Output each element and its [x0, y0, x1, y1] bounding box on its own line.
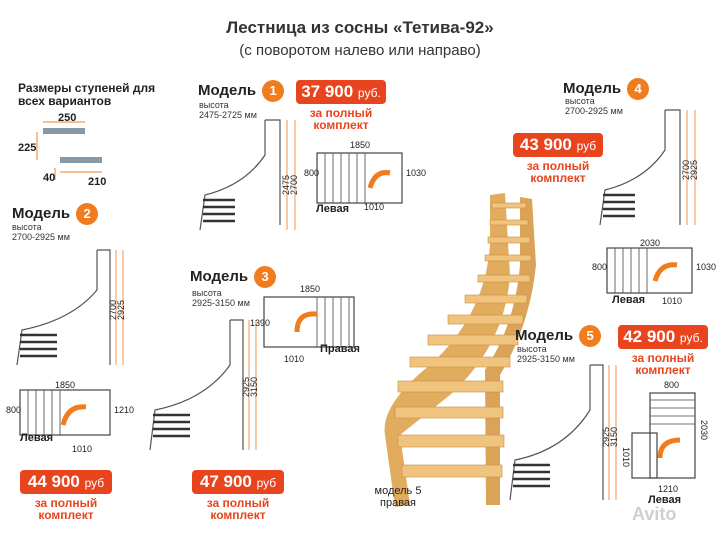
model-2-height: высота 2700-2925 мм	[12, 222, 70, 242]
model-5-number-badge: 5	[579, 325, 602, 347]
model-1-label: Модель	[198, 82, 257, 100]
model-2-elev-dim-2: 2925	[116, 299, 127, 321]
model-2-label: Модель	[12, 205, 71, 223]
model-4-elev-dim-2: 2925	[689, 159, 700, 181]
model-3-elevation	[149, 319, 257, 451]
step-dim-40: 40	[43, 172, 56, 184]
model-1-number-badge: 1	[262, 80, 285, 102]
model-1-plan-dim-4: 1010	[364, 202, 385, 212]
avito-watermark: Avito	[632, 504, 677, 524]
model-3-price: 47 900 руб за полный комплект	[192, 470, 284, 521]
model-2-side: Левая	[20, 432, 53, 444]
model-1-elev-dim-2: 2700	[289, 174, 300, 196]
model-2-elevation	[16, 249, 124, 366]
step-dim-210: 210	[88, 176, 107, 188]
model-1-price: 37 900 руб. за полный комплект	[296, 80, 386, 131]
model-3-elev-dim-2: 3150	[249, 376, 260, 398]
model-4-price: 43 900 руб за полный комплект	[513, 133, 603, 184]
model-2-header: Модель 2	[12, 203, 99, 225]
model-1-plan-dim-1: 1850	[350, 140, 371, 150]
model-5-height: высота 2925-3150 мм	[517, 344, 575, 364]
model-5-plan	[631, 392, 696, 479]
page-title: Лестница из сосны «Тетива-92»	[226, 18, 494, 37]
model-4-height: высота 2700-2925 мм	[565, 96, 623, 116]
model-5-header: Модель 5	[515, 325, 602, 347]
model-2-price: 44 900 руб за полный комплект	[20, 470, 112, 521]
model-4-plan-dim-4: 1010	[662, 296, 683, 306]
model-4-plan-dim-1: 2030	[640, 238, 661, 248]
model-1-height: высота 2475-2725 мм	[199, 100, 257, 120]
model-2-plan	[19, 389, 111, 436]
step-sizes-diagram	[36, 121, 102, 180]
step-dim-250: 250	[58, 112, 77, 124]
model-2-plan-dim-1: 1850	[55, 380, 76, 390]
model-3-plan-dim-3: 1010	[284, 354, 305, 364]
model-5-plan-dim-1: 800	[664, 380, 680, 390]
model-4-plan-dim-2: 800	[592, 262, 608, 272]
model-4-plan-dim-3: 1030	[696, 262, 717, 272]
model-4-plan	[606, 247, 693, 294]
model-5-plan-dim-4: 1210	[658, 484, 679, 494]
model-3-height: высота 2925-3150 мм	[192, 288, 250, 308]
model-1-header: Модель 1	[198, 80, 285, 102]
model-2-plan-dim-3: 1210	[114, 405, 135, 415]
staircase-photo	[384, 193, 536, 507]
model-5-plan-dim-3: 1010	[621, 446, 632, 468]
model-4-label: Модель	[563, 80, 622, 98]
model-3-plan-dim-1: 1850	[300, 284, 321, 294]
model-1-plan	[316, 152, 403, 204]
model-3-label: Модель	[190, 268, 249, 286]
model-2-number-badge: 2	[76, 203, 99, 225]
model-1-plan-dim-2: 800	[304, 168, 320, 178]
model-1-elevation	[199, 119, 296, 231]
step-dim-225: 225	[18, 142, 37, 154]
page-subtitle: (с поворотом налево или направо)	[239, 42, 481, 59]
model-5-plan-dim-2: 2030	[699, 419, 710, 441]
model-1-side: Левая	[316, 203, 349, 215]
model-3-header: Модель 3	[190, 266, 277, 288]
model-5-elev-dim-2: 3150	[609, 426, 620, 448]
model-5-label: Модель	[515, 327, 574, 345]
model-4-header: Модель 4	[563, 78, 650, 100]
model-5-price: 42 900 руб. за полный комплект	[618, 325, 708, 376]
photo-caption: модель 5 правая	[374, 485, 422, 509]
model-3-number-badge: 3	[254, 266, 277, 288]
model-4-number-badge: 4	[627, 78, 650, 100]
model-3-plan	[263, 296, 355, 348]
model-5-side: Левая	[648, 494, 681, 506]
model-3-plan-dim-2: 1390	[250, 318, 271, 328]
step-sizes-title: Размеры ступеней для всех вариантов	[18, 81, 156, 108]
model-2-plan-dim-2: 800	[6, 405, 22, 415]
model-5-elevation	[509, 364, 617, 501]
model-3-side: Правая	[320, 343, 360, 355]
model-4-elevation	[599, 109, 696, 226]
model-4-side: Левая	[612, 294, 645, 306]
model-2-plan-dim-4: 1010	[72, 444, 93, 454]
model-1-plan-dim-3: 1030	[406, 168, 427, 178]
